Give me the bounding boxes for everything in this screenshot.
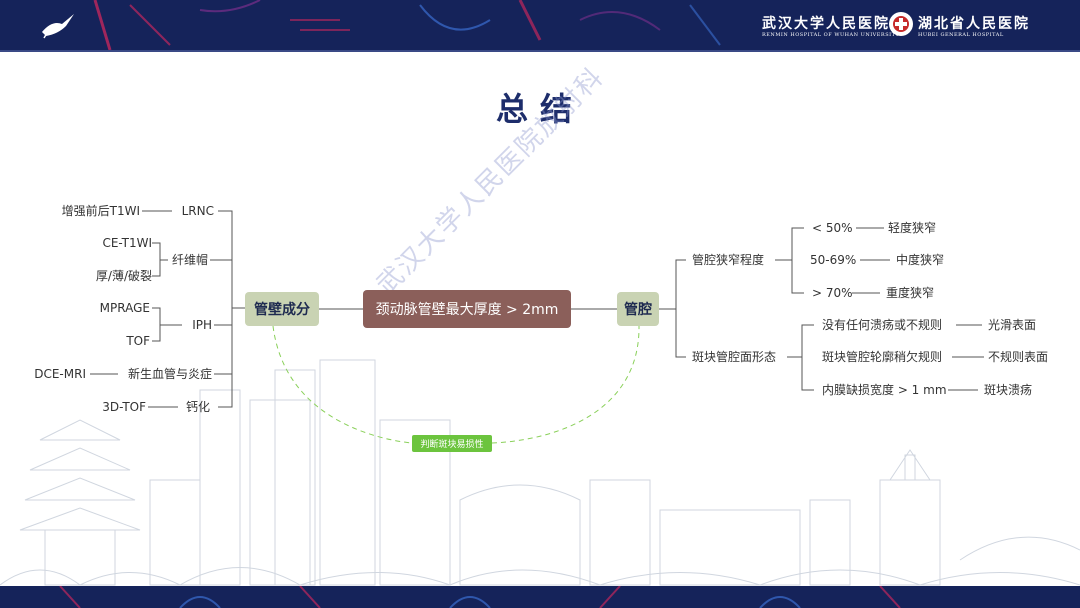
iph-source-1: MPRAGE [99, 301, 150, 315]
crane-logo-icon [42, 14, 74, 39]
neovasc-source: DCE-MRI [34, 367, 86, 381]
calc-label: 钙化 [185, 400, 210, 414]
neovasc-label: 新生血管与炎症 [127, 367, 212, 381]
lrnc-source: 增强前后T1WI [61, 204, 140, 218]
hospital-2-name: 湖北省人民医院 [918, 16, 1030, 32]
iph-label: IPH [192, 318, 212, 332]
stenosis-result: 重度狭窄 [886, 286, 935, 300]
header-bar: 武汉大学人民医院 RENMIN HOSPITAL OF WUHAN UNIVER… [0, 0, 1080, 50]
header-divider [0, 50, 1080, 52]
page-title: 总结 [495, 90, 584, 128]
fiber-cap-label: 纤维帽 [171, 253, 208, 267]
hospital-1-name: 武汉大学人民医院 [762, 16, 890, 32]
surface-label: 斑块管腔面形态 [692, 350, 777, 364]
fiber-cap-source-2: 厚/薄/破裂 [95, 269, 152, 283]
stenosis-condition: 50-69% [810, 253, 857, 267]
hospital-1-english: RENMIN HOSPITAL OF WUHAN UNIVERSITY [762, 32, 900, 38]
surface-result: 斑块溃疡 [984, 383, 1033, 397]
hospital-2-english: HUBEI GENERAL HOSPITAL [918, 32, 1004, 38]
header-decoration [93, 0, 721, 50]
lumen-node: 管腔 [617, 292, 659, 326]
wall-composition-node: 管壁成分 [245, 292, 319, 326]
center-node: 颈动脉管壁最大厚度 > 2mm [363, 290, 571, 328]
iph-source-2: TOF [126, 334, 150, 348]
lrnc-label: LRNC [181, 204, 214, 218]
stenosis-result: 中度狭窄 [896, 253, 945, 267]
stenosis-condition: < 50% [812, 221, 853, 235]
stenosis-result: 轻度狭窄 [888, 221, 937, 235]
vulnerability-link-label: 判断斑块易损性 [412, 435, 492, 452]
stenosis-condition: > 70% [812, 286, 853, 300]
stenosis-label: 管腔狭窄程度 [692, 253, 765, 267]
surface-result: 光滑表面 [988, 318, 1037, 332]
surface-condition: 内膜缺损宽度 > 1 mm [822, 383, 947, 397]
fiber-cap-source-1: CE-T1WI [102, 236, 152, 250]
surface-condition: 没有任何溃疡或不规则 [822, 318, 943, 332]
calc-source: 3D-TOF [102, 400, 146, 414]
footer-decoration [59, 586, 901, 608]
surface-condition: 斑块管腔轮廓稍欠规则 [822, 350, 943, 364]
footer-bar [0, 586, 1080, 608]
hospital-emblem-icon [889, 12, 913, 36]
surface-result: 不规则表面 [988, 350, 1049, 364]
